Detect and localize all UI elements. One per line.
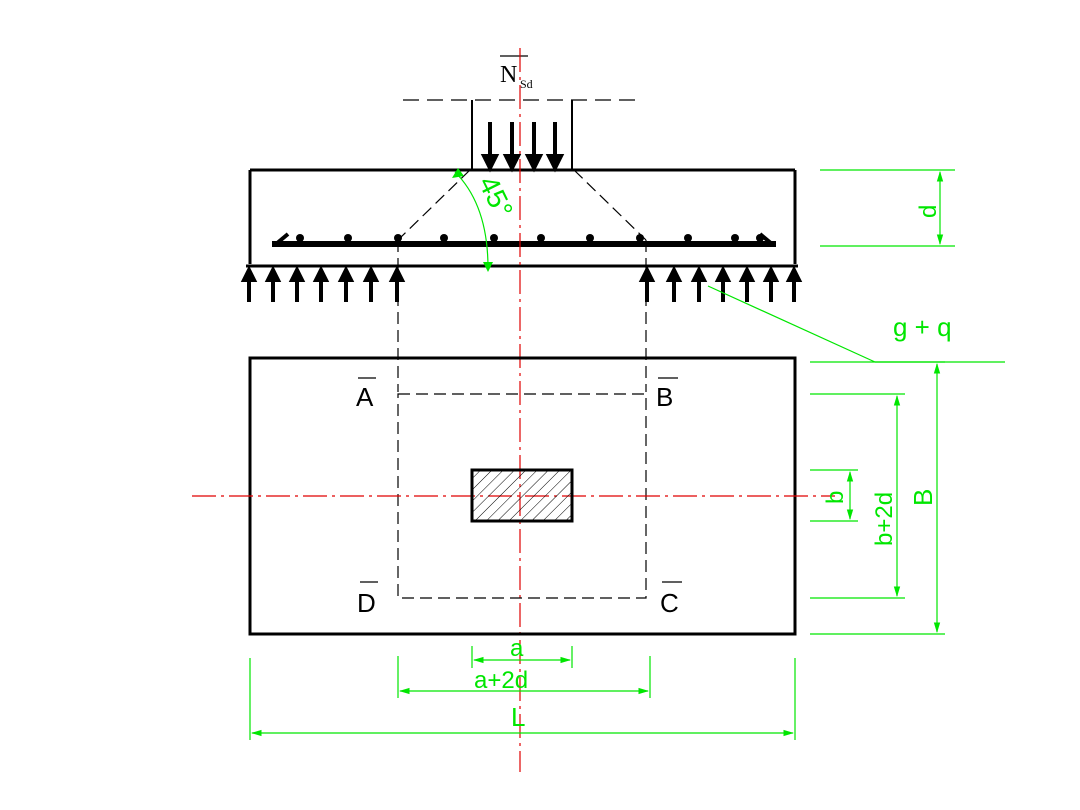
soil-pressure-arrowhead <box>690 265 708 282</box>
crit-length-label: a+2d <box>474 667 528 694</box>
corner-b: B <box>656 382 673 412</box>
corner-labels: A B D C <box>356 377 682 618</box>
width-dimensions <box>810 361 945 635</box>
corner-a: A <box>356 382 374 412</box>
punching-cone-lines <box>397 169 647 241</box>
load-symbol: N <box>500 62 517 88</box>
soil-pressure-arrowhead <box>337 265 355 282</box>
corner-d: D <box>357 588 376 618</box>
load-leader <box>707 285 1005 363</box>
soil-pressure-arrowhead <box>264 265 282 282</box>
soil-pressure-arrowhead <box>312 265 330 282</box>
soil-pressure-arrows <box>240 265 803 302</box>
corner-c: C <box>660 588 679 618</box>
soil-pressure-arrowhead <box>388 265 406 282</box>
soil-pressure-arrowhead <box>738 265 756 282</box>
load-subscript: Sd <box>520 77 533 91</box>
angle-label: 45° <box>473 171 519 223</box>
soil-pressure-arrowhead <box>665 265 683 282</box>
soil-pressure-arrowhead <box>288 265 306 282</box>
column-load-arrows <box>480 122 565 173</box>
footing-section <box>248 168 797 264</box>
column-stub <box>471 100 573 170</box>
projection-lines <box>397 240 647 392</box>
soil-pressure-arrowhead <box>638 265 656 282</box>
soil-pressure-arrowhead <box>362 265 380 282</box>
distributed-load-label: g + q <box>893 312 952 342</box>
crit-width-label: b+2d <box>871 492 898 546</box>
length-dimensions <box>249 646 796 740</box>
angle-45-dimension: 45° <box>452 168 519 272</box>
depth-dimension <box>820 169 955 247</box>
width-label: B <box>908 489 938 506</box>
column-section <box>470 468 574 523</box>
reinforcement-bar <box>272 232 776 247</box>
depth-label: d <box>915 205 942 218</box>
column-load-label: N Sd <box>500 55 533 91</box>
length-label: L <box>511 702 525 732</box>
col-width-label: b <box>822 491 849 504</box>
col-length-label: a <box>510 635 524 662</box>
soil-pressure-arrowhead <box>785 265 803 282</box>
soil-pressure-arrowhead <box>714 265 732 282</box>
soil-pressure-arrowhead <box>240 265 258 282</box>
soil-pressure-arrowhead <box>762 265 780 282</box>
